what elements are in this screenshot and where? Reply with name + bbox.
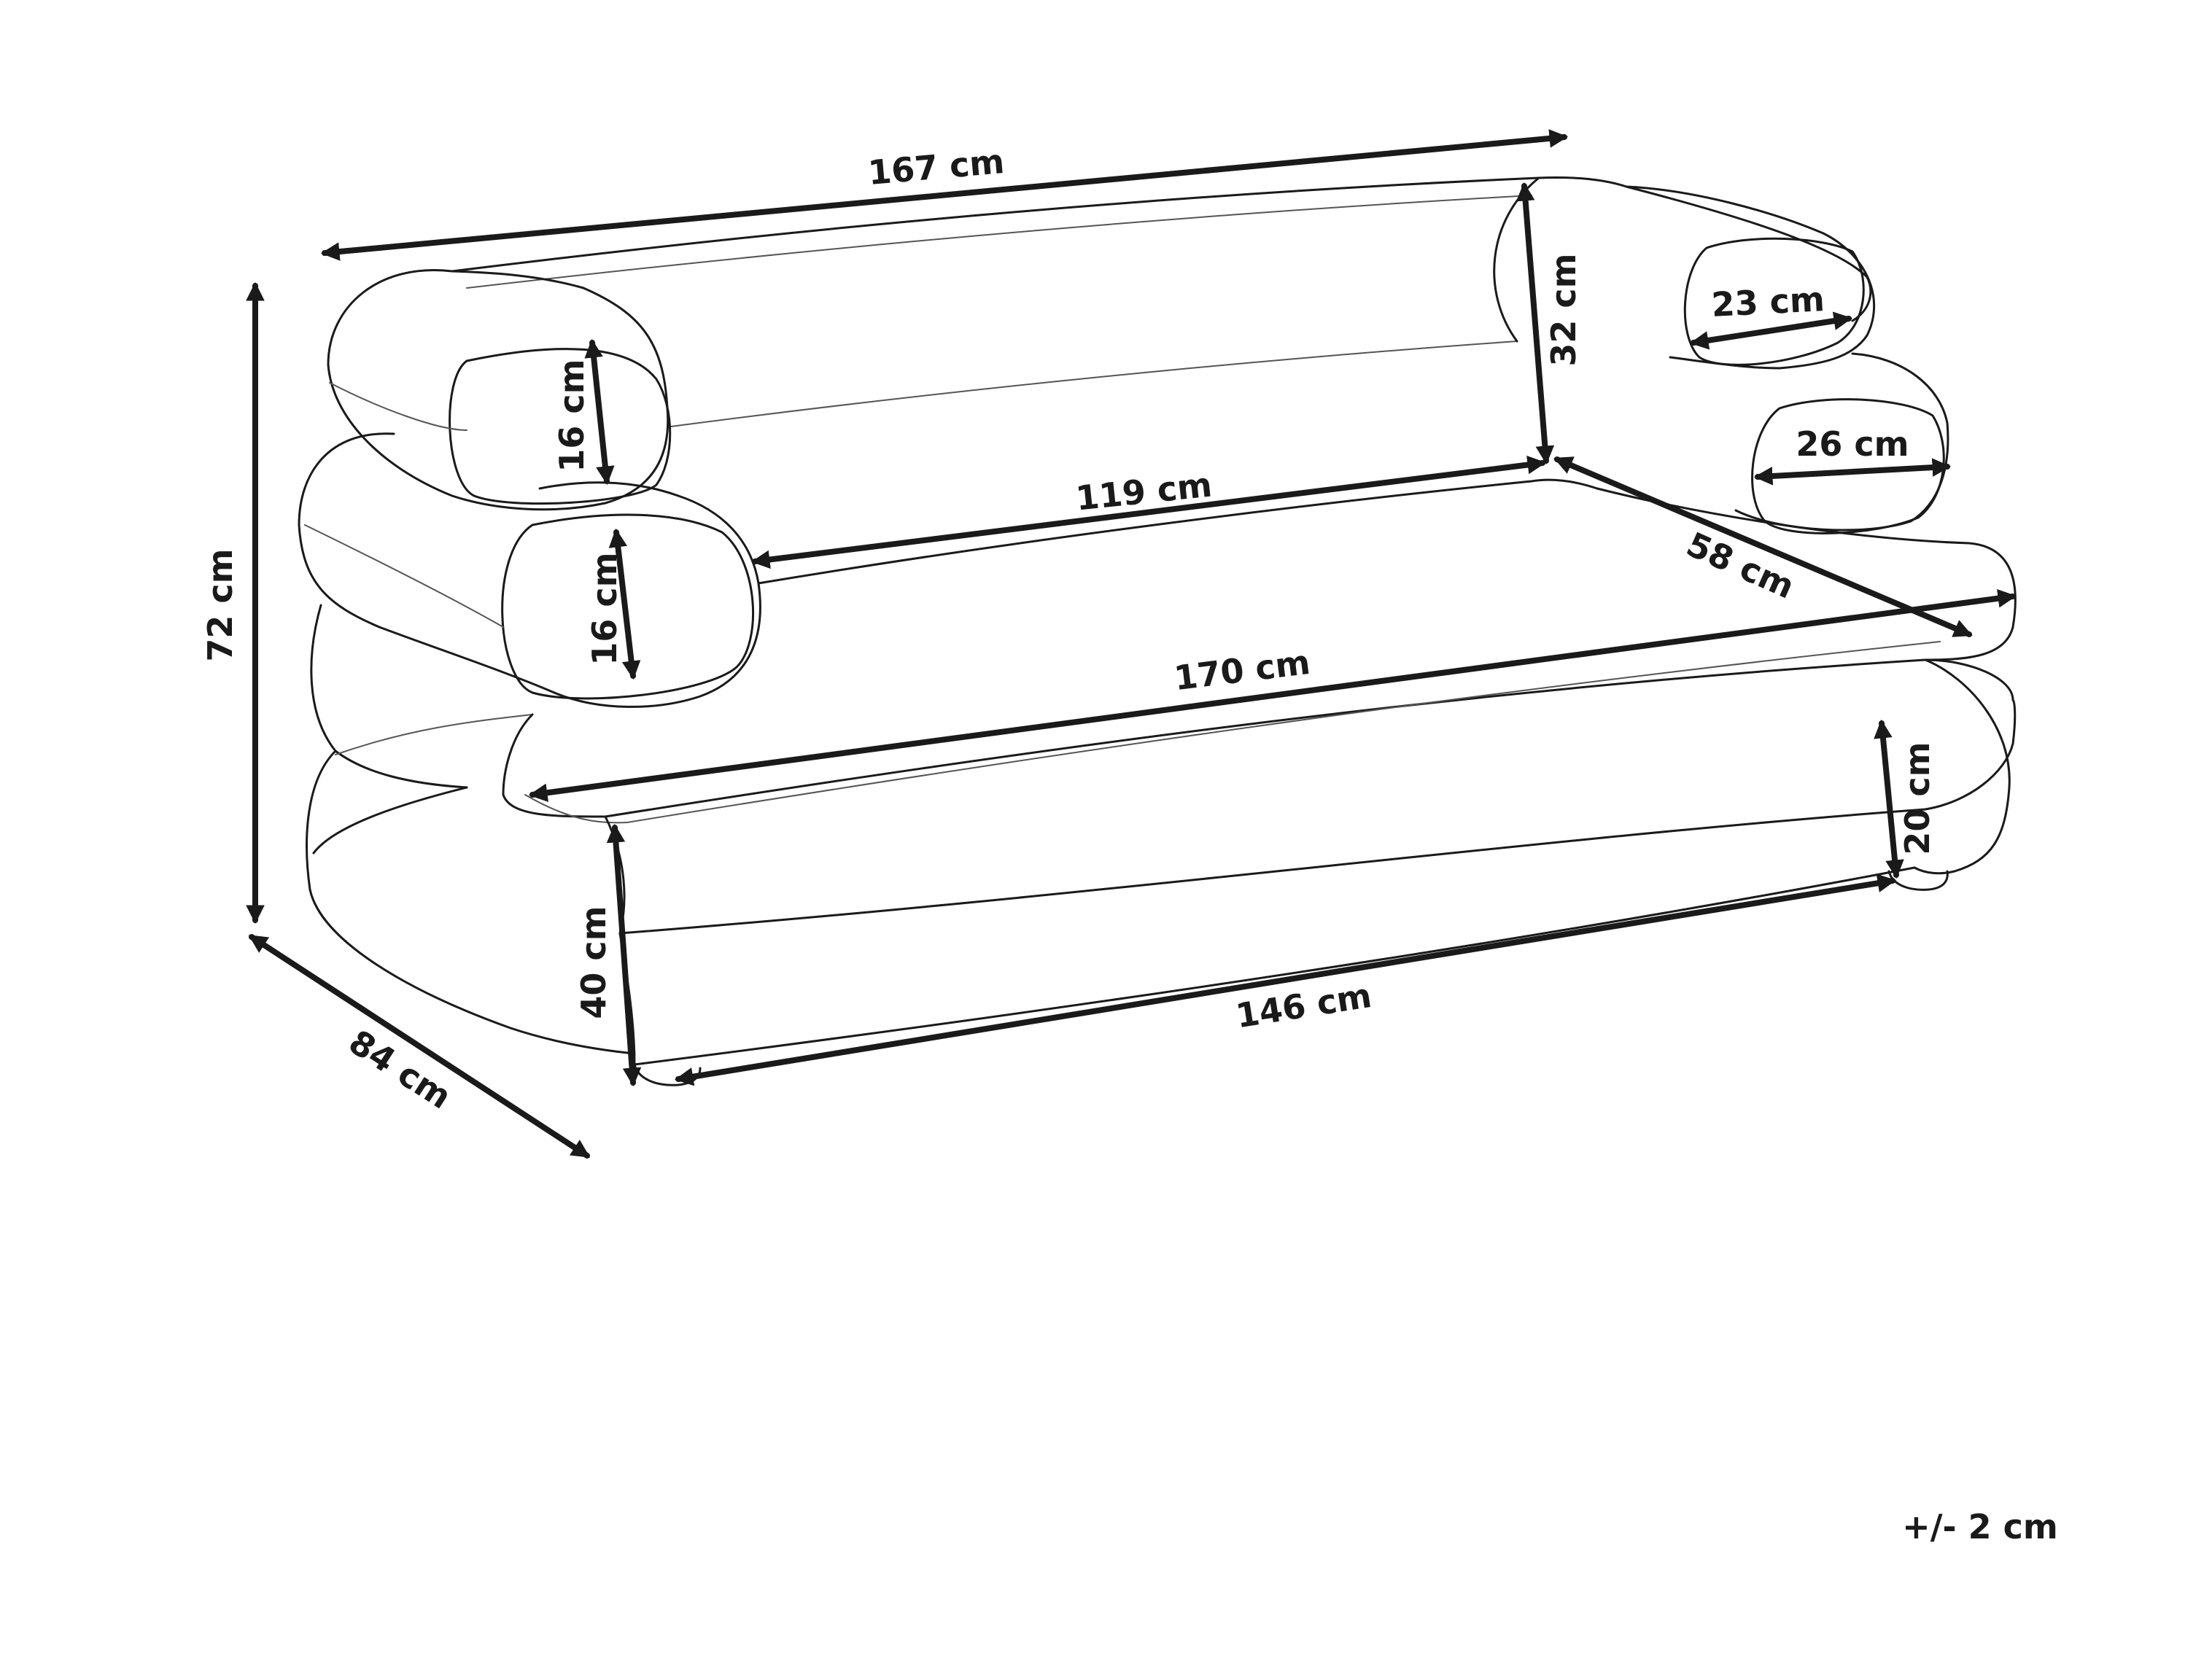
backrest-top-rim [466,195,1532,289]
backrest-lower-edge [670,340,1518,427]
label-left-back-arm: 16 cm [552,359,591,472]
base-left-roll [312,786,468,855]
dim-arrow-seat-height [606,823,642,1087]
dimension-labels: 167 cm 72 cm 84 cm 32 cm 16 cm 16 cm 23 … [201,141,2058,1546]
label-overall-width: 167 cm [866,141,1006,192]
left-arm-front-seam [304,524,504,628]
label-right-front-arm: 26 cm [1796,424,1909,464]
base-front-face [618,866,1916,1066]
dim-arrow-left-back-arm [584,338,615,486]
label-right-back-arm: 23 cm [1710,279,1825,324]
dimension-arrows [246,129,2017,1159]
label-seat-width: 119 cm [1074,464,1214,518]
dim-arrow-right-back-arm [1689,311,1853,350]
dim-arrow-backrest-height [1516,182,1555,465]
dim-arrow-seat-width [750,455,1547,569]
dim-arrow-overall-depth [248,934,591,1159]
right-arm-back-roll [1625,185,1876,370]
label-backrest-height: 32 cm [1544,253,1583,366]
label-seat-cushion-height: 20 cm [1898,742,1937,855]
dim-arrow-overall-width [320,129,1569,261]
left-arm-back-roll [327,269,670,511]
label-overall-height: 72 cm [201,548,240,661]
dim-arrow-base-width [674,873,1897,1086]
label-seat-cushion-width: 170 cm [1172,642,1312,698]
backrest-outline [451,176,1872,322]
left-lower-seam [335,714,533,755]
left-arm-front-roll [298,432,761,708]
label-seat-height: 40 cm [574,906,613,1019]
dim-arrow-seat-cushion-height [1874,719,1904,879]
label-tolerance: +/- 2 cm [1902,1507,2058,1546]
dim-arrow-seat-cushion-width [528,589,2017,802]
left-arm-back-seam [329,382,467,431]
dim-arrow-right-front-arm [1753,458,1952,486]
label-left-front-arm: 16 cm [585,552,624,665]
seat-deck-right-edge [1596,487,2017,661]
